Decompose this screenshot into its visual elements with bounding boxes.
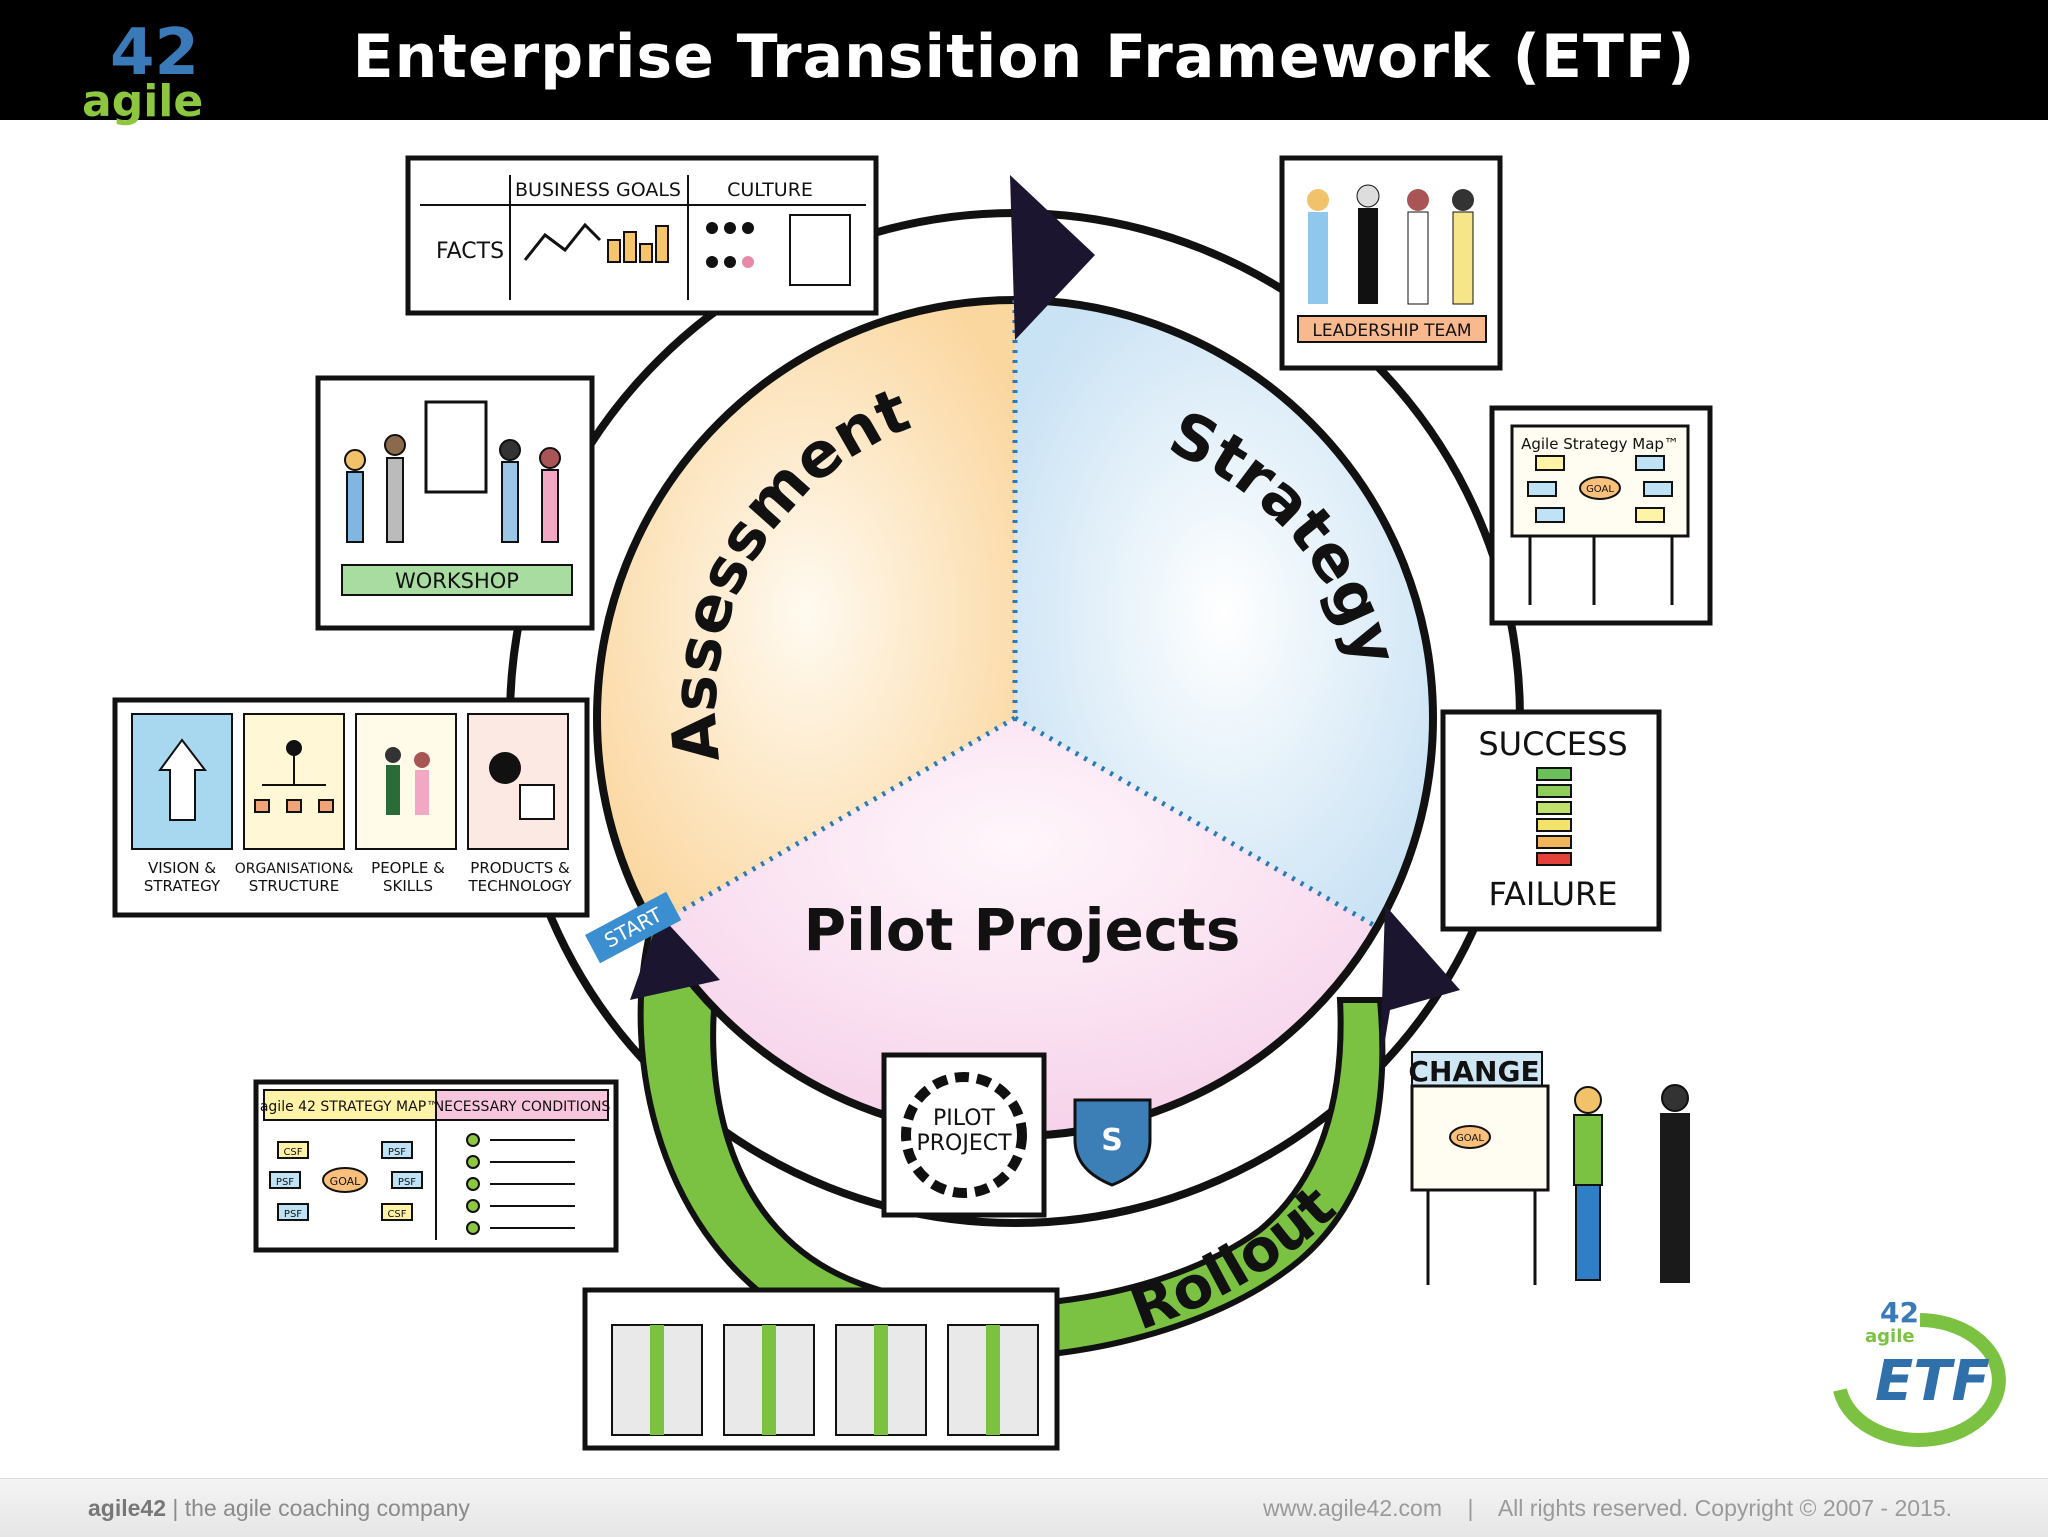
node-csf-2: CSF <box>387 1209 406 1220</box>
checklist-icon <box>466 1133 575 1235</box>
billboard-goal-label: GOAL <box>1586 484 1614 495</box>
footer-tagline: | the agile coaching company <box>172 1495 470 1521</box>
footer-right: www.agile42.com | All rights reserved. C… <box>1263 1495 1952 1522</box>
pilot-project-card: PILOT PROJECT <box>881 1052 1047 1218</box>
shield-badge: S <box>1073 1098 1152 1187</box>
badge-word: agile <box>1865 1326 1915 1347</box>
failure-label: FAILURE <box>1489 875 1618 913</box>
node-psf-1: PSF <box>388 1147 406 1158</box>
building-3 <box>835 1324 927 1436</box>
strategy-map-header: agile 42 STRATEGY MAP™ <box>260 1099 440 1115</box>
workshop-people-icon <box>344 434 561 543</box>
leadership-people-icon <box>1307 184 1474 305</box>
people-skills-tile <box>355 713 457 850</box>
building-1 <box>611 1324 703 1436</box>
success-label: SUCCESS <box>1478 725 1627 763</box>
traffic-scale-icon <box>1536 767 1572 866</box>
building-4 <box>947 1324 1039 1436</box>
change-goal-node <box>1449 1125 1491 1149</box>
arrows-icon <box>158 738 208 821</box>
pilot-projects-label: Pilot Projects <box>804 896 1241 964</box>
badge-swirl-icon <box>1833 1313 2006 1447</box>
goals-culture-facts-card: BUSINESS GOALS CULTURE FACTS <box>405 155 879 316</box>
dim-4-line2: TECHNOLOGY <box>467 877 572 895</box>
presenter-icon <box>1573 1086 1603 1281</box>
bar-chart-icon <box>607 225 669 263</box>
node-psf-4: PSF <box>284 1209 302 1220</box>
dim-3-line1: PEOPLE & <box>371 859 445 877</box>
billboard-nodes <box>1527 455 1673 523</box>
etf-badge: 42 agile ETF <box>1833 1296 2006 1447</box>
badge-etf: ETF <box>1875 1349 1990 1414</box>
rollout-label: Rollout <box>1121 1172 1348 1343</box>
map-icon <box>789 214 851 286</box>
pilot-project-line2: PROJECT <box>916 1131 1012 1156</box>
node-psf-2: PSF <box>276 1177 294 1188</box>
dimensions-card: VISION & STRATEGY ORGANISATION& STRUCTUR… <box>112 697 590 918</box>
necessary-conditions-header: NECESSARY CONDITIONS <box>434 1099 611 1115</box>
flipchart-icon <box>424 400 488 494</box>
logo-number: 42 <box>110 16 199 90</box>
pilot-project-line1: PILOT <box>933 1106 996 1131</box>
footer-separator: | <box>1467 1495 1474 1521</box>
people-icon <box>385 747 430 815</box>
footer-copyright: All rights reserved. Copyright © 2007 - … <box>1497 1495 1952 1521</box>
line-chart-icon <box>523 222 602 261</box>
gear-icon <box>489 752 521 784</box>
org-chart-icon <box>254 740 334 813</box>
change-label: CHANGE <box>1408 1055 1539 1088</box>
dim-1-line2: STRATEGY <box>144 877 221 895</box>
map-nodes <box>269 1141 423 1221</box>
goal-node <box>322 1167 368 1193</box>
agile-strategy-map-card: Agile Strategy Map™ GOAL <box>1489 405 1713 626</box>
arrowhead-right <box>1380 905 1460 1070</box>
logo-word: agile <box>82 76 203 127</box>
footer-left: agile42 | the agile coaching company <box>88 1495 470 1522</box>
products-tech-tile <box>467 713 569 850</box>
business-goals-label: BUSINESS GOALS <box>515 179 681 201</box>
dim-3-line2: SKILLS <box>383 877 433 895</box>
page-title: Enterprise Transition Framework (ETF) <box>352 22 1696 92</box>
workshop-card: WORKSHOP <box>315 375 595 631</box>
strategy-sector <box>1015 300 1434 927</box>
executive-icon <box>1660 1084 1690 1283</box>
dim-1-line1: VISION & <box>148 859 216 877</box>
change-goal-label: GOAL <box>1456 1133 1484 1144</box>
arrowhead-top <box>1010 175 1095 340</box>
device-icon <box>519 784 555 820</box>
pilot-sector <box>653 718 1377 1137</box>
facts-label: FACTS <box>436 239 504 264</box>
dim-2-line2: STRUCTURE <box>249 877 340 895</box>
node-csf-1: CSF <box>283 1147 302 1158</box>
badge-number: 42 <box>1880 1296 1919 1329</box>
title-bar <box>0 0 2048 120</box>
success-failure-card: SUCCESS FAILURE <box>1440 709 1662 932</box>
shield-icon <box>1073 1098 1152 1187</box>
leadership-team-label: LEADERSHIP TEAM <box>1312 321 1471 341</box>
assessment-sector <box>596 300 1015 927</box>
dim-2-line1: ORGANISATION& <box>235 861 354 877</box>
billboard-goal-node <box>1579 476 1621 500</box>
footer: agile42 | the agile coaching company www… <box>0 1478 2048 1537</box>
goal-node-label: GOAL <box>330 1175 362 1188</box>
svg-text:Rollout: Rollout <box>1121 1172 1348 1343</box>
footer-brand: agile42 <box>88 1495 166 1521</box>
buildings-card <box>582 1287 1060 1451</box>
footer-website[interactable]: www.agile42.com <box>1263 1495 1442 1521</box>
dim-4-line1: PRODUCTS & <box>470 859 570 877</box>
people-culture-icon <box>706 222 754 268</box>
node-psf-3: PSF <box>398 1177 416 1188</box>
agile42-logo: 42 agile <box>82 16 203 127</box>
change-illustration: CHANGE GOAL <box>1408 1051 1690 1285</box>
culture-label: CULTURE <box>727 179 813 201</box>
building-2 <box>723 1324 815 1436</box>
agile-strategy-map-title: Agile Strategy Map™ <box>1521 435 1679 453</box>
leadership-card: LEADERSHIP TEAM <box>1279 155 1503 371</box>
workshop-label: WORKSHOP <box>395 569 519 593</box>
arrowhead-left <box>630 915 720 1000</box>
shield-label: S <box>1101 1123 1123 1158</box>
strategy-map-conditions-card: agile 42 STRATEGY MAP™ NECESSARY CONDITI… <box>253 1079 619 1253</box>
